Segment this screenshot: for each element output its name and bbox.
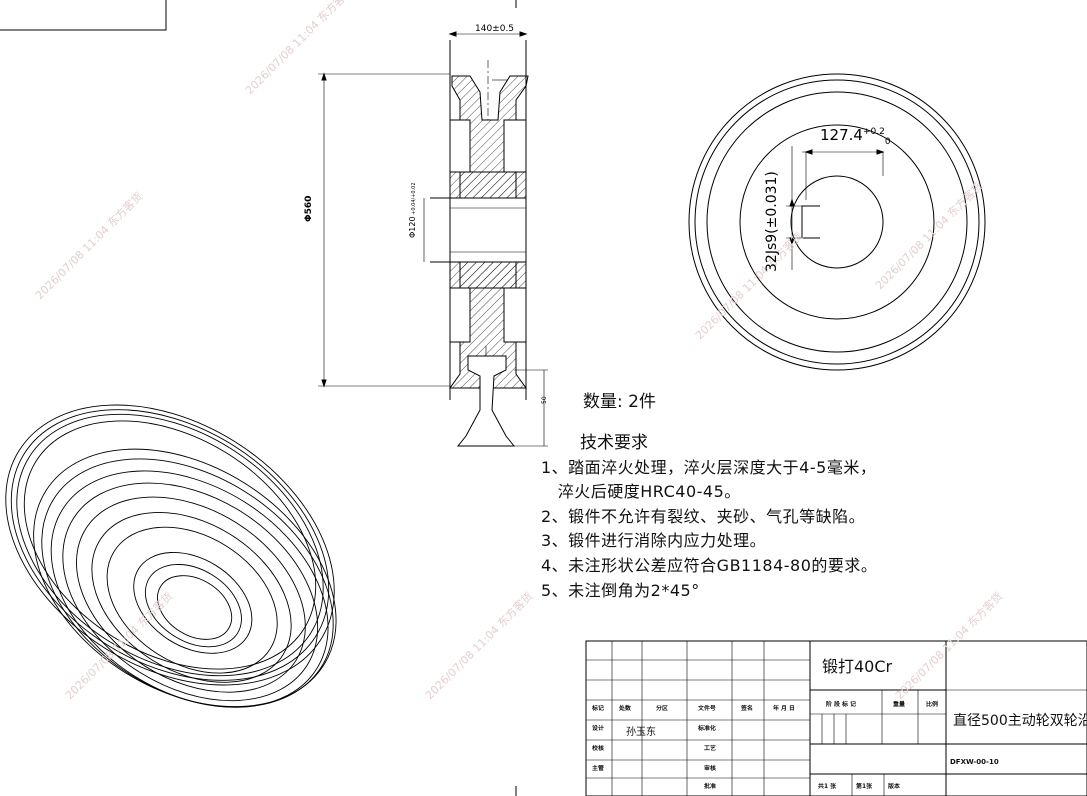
tb-label-supervisor: 主管 [592,764,604,772]
designer-name: 孙玉东 [626,727,656,738]
watermark: 2026/07/08 11:04 东方客货 2026/07/08 11:04 东… [32,0,1005,702]
tb-label-sheet-no: 第1张 [856,782,873,790]
tb-label-approve: 批准 [704,782,716,790]
tb-label-design: 设计 [592,724,604,732]
isometric-view [5,404,337,708]
tb-label-mark: 标记 [592,704,604,712]
requirement-line: 淬火后硬度HRC40-45。 [541,482,741,501]
requirement-line: 5、未注倒角为2*45° [541,581,700,600]
keyway-depth-dimension: 127.4+0.20 [820,126,891,147]
section-view [318,31,548,447]
watermark-text: 2026/07/08 11:04 东方客货 [892,589,1005,702]
tb-label-zone: 分区 [656,704,668,712]
requirement-line: 3、锻件进行消除内应力处理。 [541,531,767,550]
quantity-note: 数量: 2件 [583,392,656,412]
keyway-width-dimension: 32Js9(±0.031) [764,171,780,272]
tb-label-process: 工艺 [704,744,716,752]
tb-label-weight: 重量 [893,700,905,708]
tb-label-count: 处数 [619,704,631,712]
watermark-text: 2026/07/08 11:04 东方客货 [242,0,355,97]
tb-label-standardize: 标准化 [698,724,716,732]
rail-height-dimension: 50 [541,396,548,404]
outer-diameter-dimension: Φ560 [304,195,314,222]
tb-label-doc-no: 文件号 [698,704,716,712]
requirement-line: 2、锻件不允许有裂纹、夹砂、气孔等缺陷。 [541,507,866,526]
tb-label-review: 审核 [704,764,716,772]
tb-label-scale: 比例 [926,700,938,708]
watermark-text: 2026/07/08 11:04 东方客货 [62,589,175,702]
width-dimension: 140±0.5 [475,24,515,34]
tb-label-total-sheets: 共1 张 [818,782,837,790]
tb-label-sign: 签名 [741,704,753,712]
tb-label-date: 年 月 日 [773,704,795,712]
requirement-line: 1、踏面淬火处理，淬火层深度大于4-5毫米， [541,458,877,477]
drawing-number: DFXW-00-10 [950,758,999,766]
title-block [585,640,1087,796]
watermark-text: 2026/07/08 11:04 东方客货 [422,589,535,702]
corner-frame [0,0,517,796]
tb-label-stage-mark: 阶 段 标 记 [826,700,857,708]
drawing-title: 直径500主动轮双轮沿 [953,713,1087,729]
requirement-line: 4、未注形状公差应符合GB1184-80的要求。 [541,556,878,575]
tb-label-version: 版本 [888,782,900,790]
tb-label-check: 校核 [592,744,604,752]
watermark-text: 2026/07/08 11:04 东方客货 [32,189,145,302]
front-view [688,73,986,371]
bore-diameter-dimension: Φ120 +0.04/+0.02 [408,182,417,238]
material-label: 锻打40Cr [822,657,893,676]
requirements-title: 技术要求 [580,433,648,453]
